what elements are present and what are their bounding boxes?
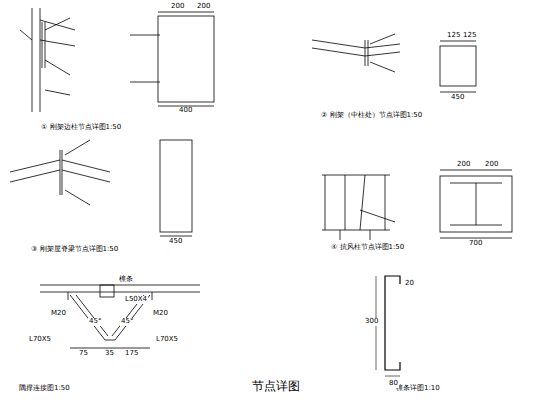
drawing-label: 200 (456, 161, 471, 169)
column-base-detail (20, 8, 75, 112)
drawing-label: ③ 刚架屋脊梁节点详图1:50 (30, 246, 119, 254)
drawing-label: M20 (152, 310, 169, 318)
drawing-label: 檩条 (118, 276, 134, 284)
drawing-label: 20 (404, 280, 415, 288)
drawing-label: 400 (178, 107, 193, 115)
end-plate-view (130, 12, 214, 106)
drawing-label: 700 (468, 240, 483, 248)
drawing-label: 450 (450, 94, 465, 102)
drawing-label: 隅撑连接图1:50 (18, 385, 71, 393)
corner-brace-detail (40, 285, 200, 348)
drawing-label: 175 (124, 350, 139, 358)
drawing-label: 35 (104, 350, 115, 358)
drawing-label: L70X5 (155, 336, 179, 344)
drawing-label: 200 (484, 161, 499, 169)
drawing-label: 75 (78, 350, 89, 358)
drawing-label: 125 (446, 32, 461, 40)
drawing-label: 300 (364, 318, 379, 326)
drawing-label: ④ 抗风柱节点详图1:50 (330, 244, 405, 252)
drawing-label: 45° (120, 318, 134, 326)
purlin-section (376, 276, 400, 376)
drawing-label: 200 (196, 3, 211, 11)
sheet-title: 节点详图 (252, 378, 300, 395)
drawing-label: M20 (50, 310, 67, 318)
drawing-label: 檩条详图1:10 (395, 385, 441, 393)
wind-column-detail (322, 170, 512, 240)
drawing-label: ② 刚架（中柱处）节点详图1:50 (320, 112, 423, 120)
drawing-label: L70X5 (28, 336, 52, 344)
middle-column-detail (312, 34, 476, 92)
drawing-label: L50X4 (124, 296, 148, 304)
drawing-label: 45° (88, 318, 102, 326)
drawing-label: 125 (462, 32, 477, 40)
drawing-label: ① 刚架边柱节点详图1:50 (40, 124, 122, 132)
drawing-label: 80 (388, 380, 399, 388)
ridge-beam-detail (10, 140, 192, 236)
drawing-label: 450 (168, 238, 183, 246)
drawing-label: 200 (170, 3, 185, 11)
